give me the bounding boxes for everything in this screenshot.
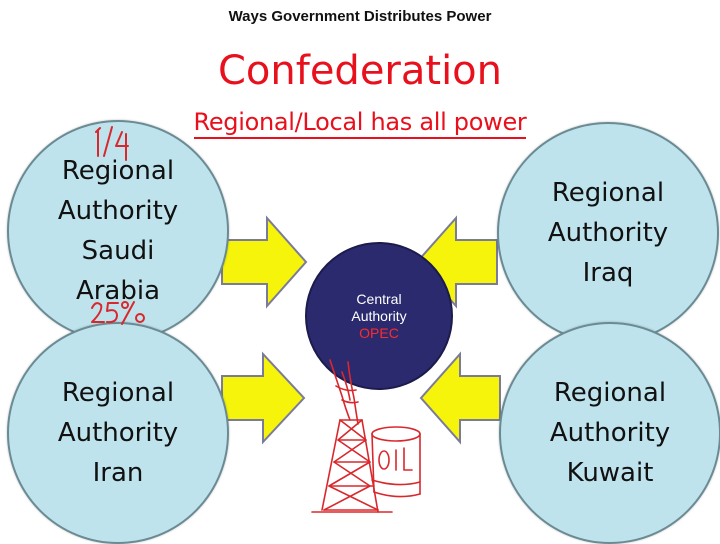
- region-iran-line-3: Iran: [92, 458, 144, 488]
- region-saudi-line-1: Regional: [61, 156, 175, 186]
- page-header-title: Ways Government Distributes Power: [228, 8, 492, 25]
- central-line-2: Authority: [351, 307, 407, 324]
- region-kuwait-label: Regional Authority Kuwait: [550, 373, 670, 493]
- region-iraq-label: Regional Authority Iraq: [548, 173, 668, 293]
- arrow-iran-to-central: [221, 351, 306, 445]
- region-kuwait-line-1: Regional: [553, 378, 667, 408]
- slide-heading: Confederation: [217, 48, 503, 94]
- region-iran-label: Regional Authority Iran: [58, 373, 178, 493]
- slide-subheading-text: Regional/Local has all power: [193, 108, 527, 139]
- central-org-label: OPEC: [359, 324, 399, 341]
- arrow-saudi-to-central: [221, 215, 308, 309]
- region-iraq-line-1: Regional: [551, 178, 665, 208]
- region-iraq-line-2: Authority: [547, 218, 669, 248]
- region-iran: Regional Authority Iran: [7, 322, 229, 544]
- region-iran-line-2: Authority: [57, 418, 179, 448]
- region-kuwait: Regional Authority Kuwait: [499, 322, 720, 544]
- region-iraq: Regional Authority Iraq: [497, 122, 719, 344]
- central-authority-circle: Central Authority OPEC: [305, 242, 453, 390]
- region-saudi-label: Regional Authority Saudi Arabia: [58, 151, 178, 311]
- central-line-1: Central: [356, 290, 402, 307]
- arrow-kuwait-to-central: [419, 351, 501, 445]
- region-iran-line-1: Regional: [61, 378, 175, 408]
- region-saudi-line-3: Saudi: [81, 236, 155, 266]
- region-kuwait-line-2: Authority: [549, 418, 671, 448]
- slide-subheading: Regional/Local has all power: [160, 108, 560, 139]
- region-iraq-line-3: Iraq: [582, 258, 634, 288]
- region-saudi-line-2: Authority: [57, 196, 179, 226]
- region-saudi-arabia: Regional Authority Saudi Arabia: [7, 120, 229, 342]
- region-saudi-line-4: Arabia: [75, 276, 161, 306]
- region-kuwait-line-3: Kuwait: [566, 458, 654, 488]
